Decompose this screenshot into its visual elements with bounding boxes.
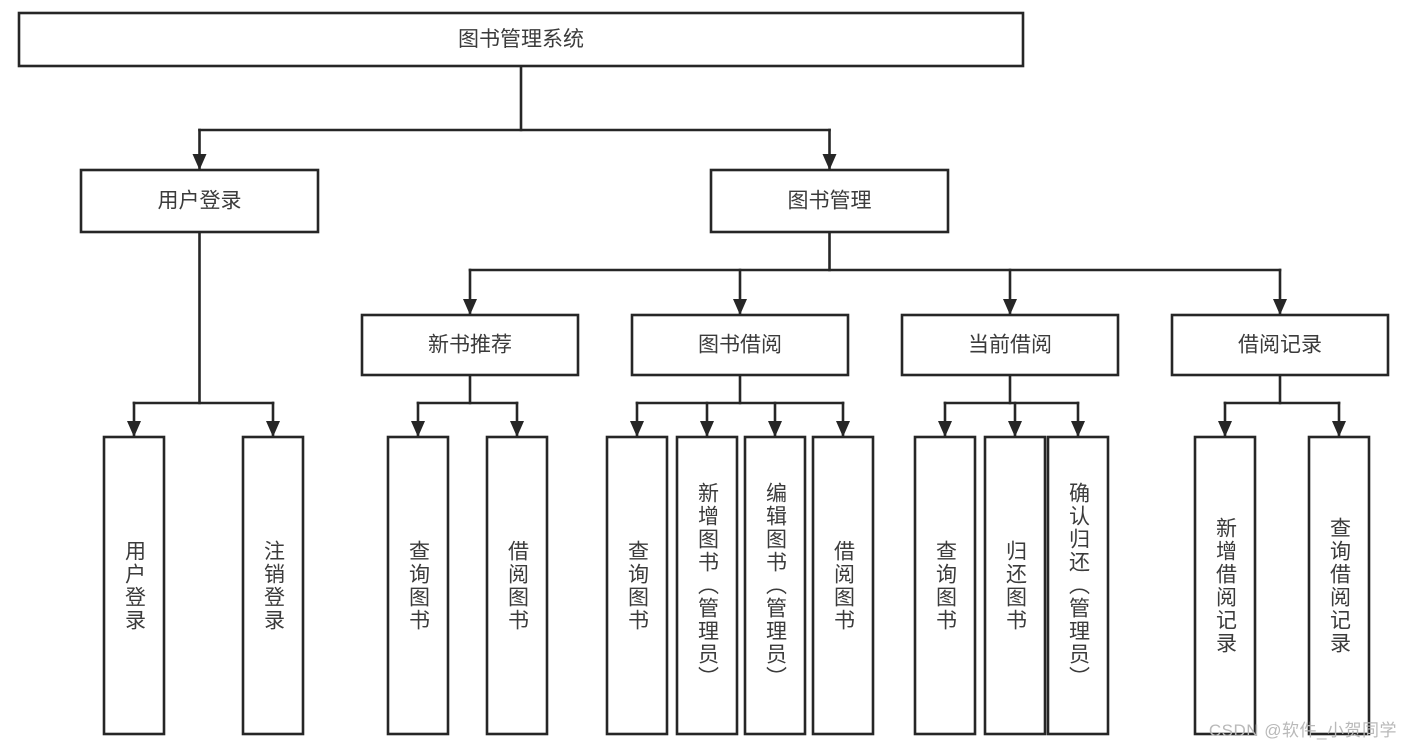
arrow-head-icon [1273, 299, 1287, 315]
node-label-borrow-record: 借阅记录 [1238, 334, 1322, 357]
node-label-book-borrow: 图书借阅 [698, 334, 782, 357]
arrow-head-icon [463, 299, 477, 315]
boxes-layer [17, 11, 1390, 736]
arrow-head-icon [1003, 299, 1017, 315]
node-box-leaf-user-login[interactable] [102, 435, 166, 736]
arrow-head-icon [1008, 421, 1022, 437]
node-box-leaf-query-borrow-record[interactable] [1307, 435, 1371, 736]
arrow-head-icon [836, 421, 850, 437]
arrow-head-icon [411, 421, 425, 437]
node-box-leaf-edit-book-admin[interactable] [743, 435, 807, 736]
arrow-head-icon [700, 421, 714, 437]
node-box-borrow-record[interactable] [1170, 313, 1390, 377]
arrow-head-icon [510, 421, 524, 437]
node-box-leaf-add-book-admin[interactable] [675, 435, 739, 736]
node-box-current-borrow[interactable] [900, 313, 1120, 377]
node-label-new-book-recommend: 新书推荐 [428, 334, 512, 357]
node-box-leaf-return-book[interactable] [983, 435, 1047, 736]
node-box-new-book-recommend[interactable] [360, 313, 580, 377]
arrow-head-icon [266, 421, 280, 437]
arrow-head-icon [192, 154, 207, 170]
node-label-current-borrow: 当前借阅 [968, 334, 1052, 357]
node-box-leaf-logout[interactable] [241, 435, 305, 736]
arrow-head-icon [630, 421, 644, 437]
node-box-leaf-confirm-return-admin[interactable] [1046, 435, 1110, 736]
node-box-leaf-borrow-book[interactable] [811, 435, 875, 736]
arrow-head-icon [822, 154, 837, 170]
node-box-leaf-borrow-book-recommend[interactable] [485, 435, 549, 736]
node-box-book-management[interactable] [709, 168, 950, 234]
arrow-head-icon [1218, 421, 1232, 437]
arrow-head-icon [127, 421, 141, 437]
node-box-root[interactable] [17, 11, 1025, 68]
node-label-root: 图书管理系统 [458, 28, 584, 51]
watermark-text: CSDN @软件_小贺同学 [1208, 721, 1397, 740]
node-box-leaf-query-book-borrow[interactable] [605, 435, 669, 736]
node-box-leaf-query-book-recommend[interactable] [386, 435, 450, 736]
arrow-head-icon [1332, 421, 1346, 437]
arrow-head-icon [733, 299, 747, 315]
arrow-head-icon [938, 421, 952, 437]
arrow-head-icon [768, 421, 782, 437]
node-box-user-login[interactable] [79, 168, 320, 234]
node-box-leaf-add-borrow-record[interactable] [1193, 435, 1257, 736]
node-box-book-borrow[interactable] [630, 313, 850, 377]
connectors-layer [127, 64, 1346, 439]
node-box-leaf-query-book-current[interactable] [913, 435, 977, 736]
arrow-head-icon [1071, 421, 1085, 437]
node-label-user-login: 用户登录 [158, 190, 242, 213]
node-label-book-management: 图书管理 [788, 190, 872, 213]
